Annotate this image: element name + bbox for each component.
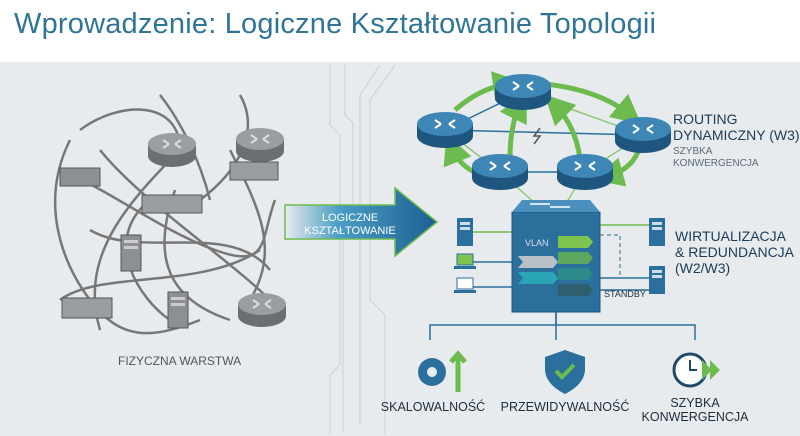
router-icon	[494, 73, 552, 111]
switch-icon	[229, 161, 279, 181]
physical-layer-label: FIZYCZNA WARSTWA	[118, 354, 242, 368]
router-icon	[235, 127, 285, 163]
transform-arrow	[284, 186, 439, 258]
shield-check-icon	[545, 350, 585, 394]
server-icon	[167, 291, 189, 329]
page-title: Wprowadzenie: Logiczne Kształtowanie Top…	[14, 8, 657, 40]
switch-icon	[61, 297, 113, 319]
router-icon	[237, 292, 287, 328]
clock-fast-icon	[672, 352, 720, 388]
router-icon	[416, 111, 474, 149]
server-icon	[457, 218, 473, 246]
server-icon	[649, 266, 665, 294]
router-icon	[614, 116, 672, 154]
server-icon	[120, 234, 142, 272]
vlan-label: VLAN	[525, 238, 549, 248]
switch-icon	[59, 167, 101, 187]
benefit-predictability: PRZEWIDYWALNOŚĆ	[500, 400, 630, 414]
router-icon	[556, 153, 614, 191]
laptop-icon	[454, 253, 476, 269]
physical-network	[53, 94, 277, 335]
standby-label: STANDBY	[604, 289, 646, 299]
switch-icon	[141, 194, 203, 214]
router-icon	[471, 153, 529, 191]
router-icon	[147, 132, 197, 168]
link-failure-icon	[532, 127, 542, 145]
virtualization-label: WIRTUALIZACJA& REDUNDANCJA(W2/W3)	[675, 228, 795, 276]
circuit-traces	[329, 64, 396, 435]
server-icon	[649, 218, 665, 246]
gear-growth-icon	[418, 350, 467, 392]
benefit-scalability: SKALOWALNOŚĆ	[380, 400, 486, 414]
laptop-icon	[454, 277, 476, 293]
vlan-segments	[518, 236, 593, 296]
